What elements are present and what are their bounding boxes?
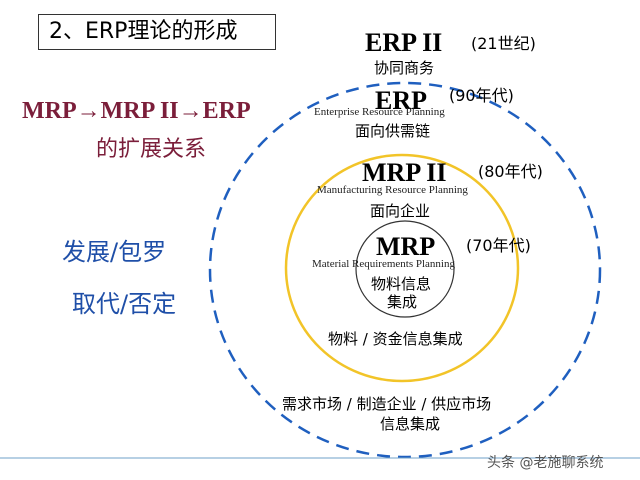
watermark: 头条 @老施聊系统 — [487, 455, 604, 471]
inner-ring-note: 物料 / 资金信息集成 — [328, 330, 463, 348]
page-title: 2、ERP理论的形成 — [38, 14, 276, 50]
mrp-desc-line2: 集成 — [387, 293, 418, 311]
evolution-subtitle: 的扩展关系 — [96, 137, 207, 162]
evolution-heading: MRP→MRP II→ERP — [22, 98, 251, 124]
erp-era: (90年代) — [449, 86, 514, 105]
mrp2-era: (80年代) — [478, 162, 543, 181]
erp2-desc: 协同商务 — [374, 59, 435, 77]
mrp2-name: MRP II — [362, 158, 447, 187]
mrp2-english: Manufacturing Resource Planning — [317, 184, 468, 196]
erp-name: ERP — [375, 86, 427, 115]
outer-ring-note-line2: 信息集成 — [380, 415, 441, 433]
mrp-english: Material Requirements Planning — [312, 258, 455, 270]
mrp-era: (70年代) — [466, 236, 531, 255]
develop-label: 发展/包罗 — [62, 238, 167, 266]
replace-label: 取代/否定 — [72, 290, 177, 318]
erp2-era: (21世纪) — [471, 34, 536, 53]
mrp-name: MRP — [376, 232, 436, 261]
mrp2-yellow-ring — [284, 153, 520, 383]
outer-ring-note-line1: 需求市场 / 制造企业 / 供应市场 — [282, 395, 492, 413]
erp-desc: 面向供需链 — [355, 122, 431, 140]
erp-english: Enterprise Resource Planning — [314, 106, 445, 118]
mrp-desc-line1: 物料信息 — [371, 275, 432, 293]
erp2-name: ERP II — [365, 28, 443, 57]
mrp-inner-ring — [355, 220, 455, 318]
erp-dashed-ring — [208, 81, 602, 459]
mrp2-desc: 面向企业 — [370, 202, 431, 220]
